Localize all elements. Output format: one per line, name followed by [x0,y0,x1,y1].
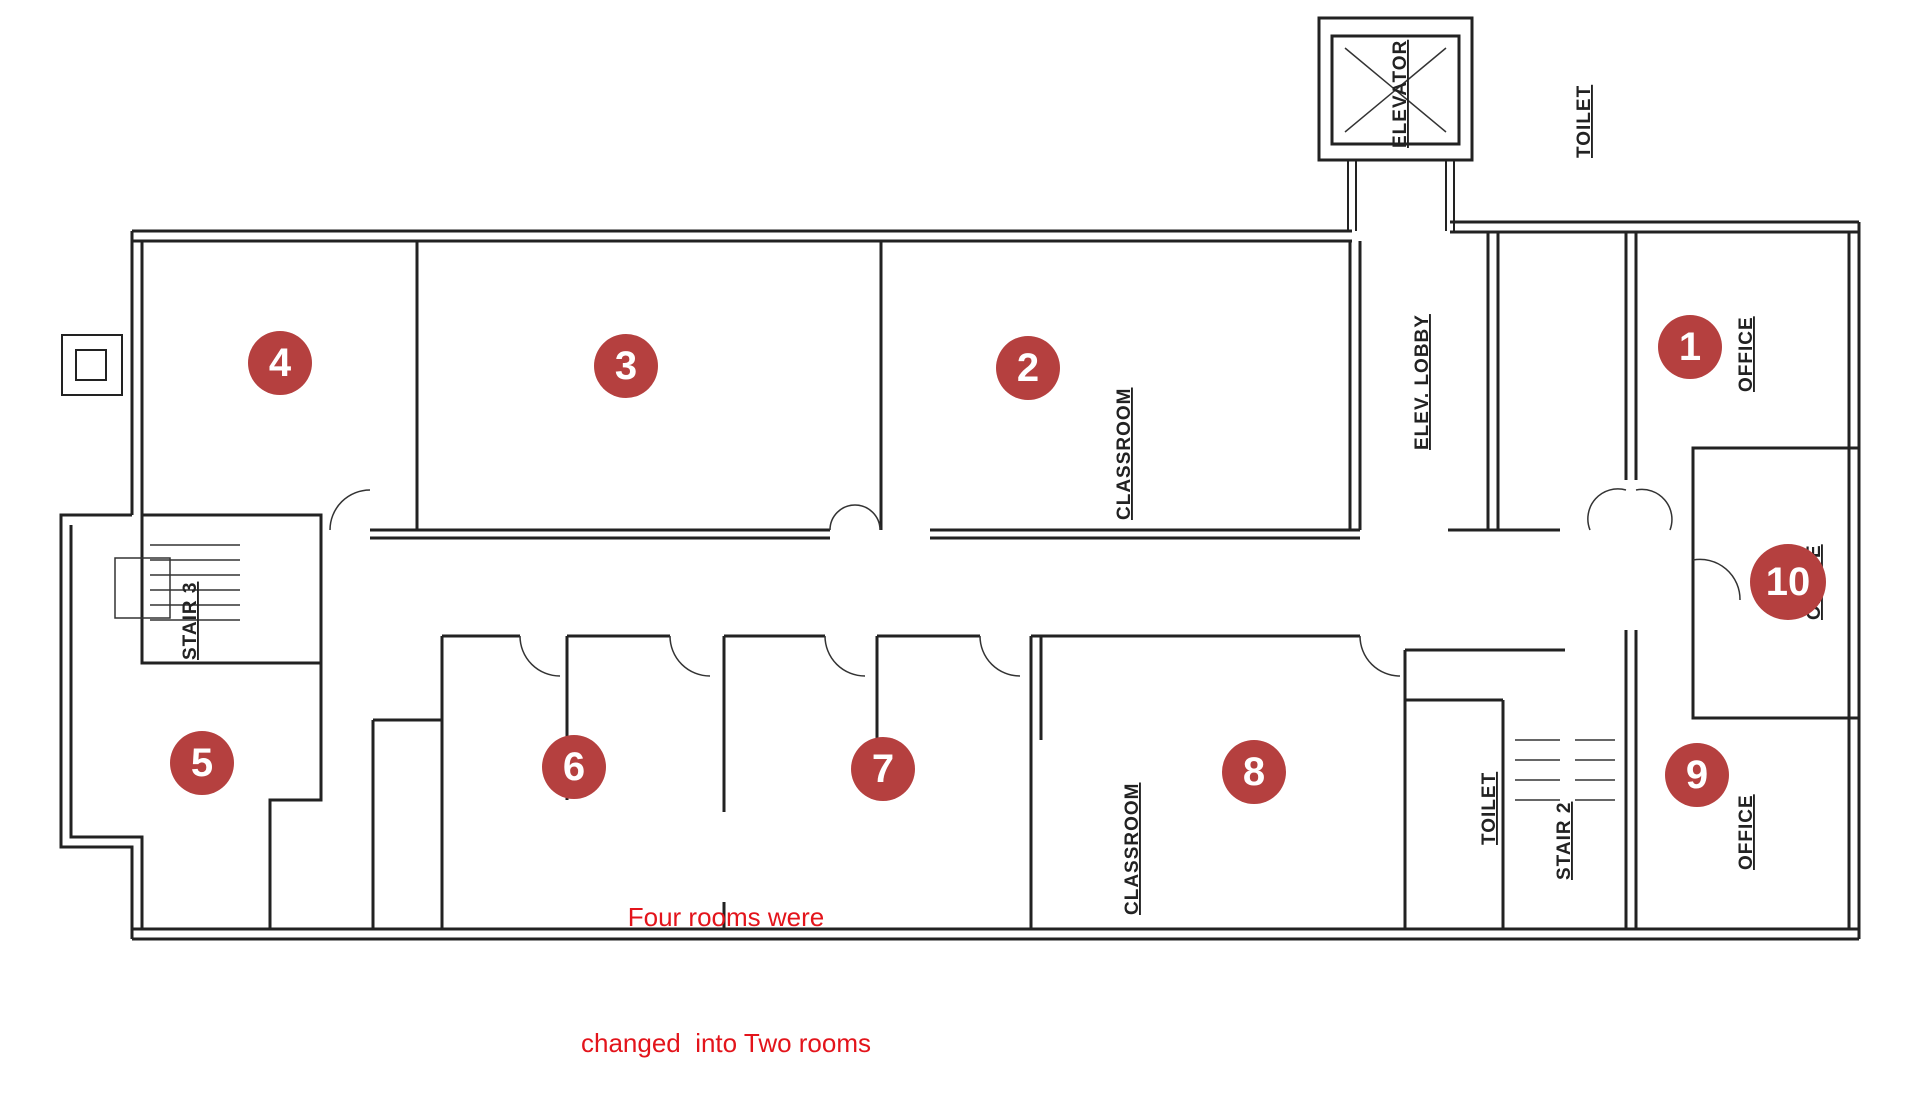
exterior-walls [59,220,1861,941]
label-office-9: OFFICE [1736,794,1757,870]
svg-text:6: 6 [563,745,585,789]
label-classroom-lower: CLASSROOM [1122,783,1143,916]
svg-text:2: 2 [1017,346,1039,390]
label-elevator: ELEVATOR [1390,40,1411,148]
marker-3: 3 [594,334,658,398]
marker-5: 5 [170,731,234,795]
svg-text:8: 8 [1243,750,1265,794]
interior-walls [114,232,1861,929]
label-stair-2: STAIR 2 [1554,802,1575,880]
elevator-shaft [1317,16,1474,231]
marker-10: 10 [1750,544,1826,620]
label-elev-lobby: ELEV. LOBBY [1412,314,1433,450]
svg-text:9: 9 [1686,753,1708,797]
marker-8: 8 [1222,740,1286,804]
label-office-1: OFFICE [1736,316,1757,392]
label-toilet-upper: TOILET [1574,85,1595,158]
svg-text:10: 10 [1766,560,1811,604]
annotation-note: Four rooms were changed into Two rooms [540,812,912,1058]
svg-text:3: 3 [615,344,637,388]
svg-text:5: 5 [191,741,213,785]
svg-text:1: 1 [1679,325,1701,369]
marker-9: 9 [1665,743,1729,807]
marker-6: 6 [542,735,606,799]
label-classroom-upper: CLASSROOM [1114,388,1135,521]
marker-4: 4 [248,331,312,395]
label-toilet-lower: TOILET [1479,772,1500,845]
label-stair-3: STAIR 3 [180,582,201,660]
note-line-2: changed into Two rooms [580,1028,872,1058]
svg-text:4: 4 [269,341,292,385]
room-labels: CLASSROOM CLASSROOM ELEV. LOBBY ELEVATOR… [180,40,1825,915]
room-markers: 1 2 3 4 5 6 7 8 9 10 [170,315,1826,807]
marker-7: 7 [851,737,915,801]
marker-2: 2 [996,336,1060,400]
svg-text:7: 7 [872,747,894,791]
note-line-1: Four rooms were [627,902,825,932]
floor-plan: CLASSROOM CLASSROOM ELEV. LOBBY ELEVATOR… [59,16,1861,941]
marker-1: 1 [1658,315,1722,379]
